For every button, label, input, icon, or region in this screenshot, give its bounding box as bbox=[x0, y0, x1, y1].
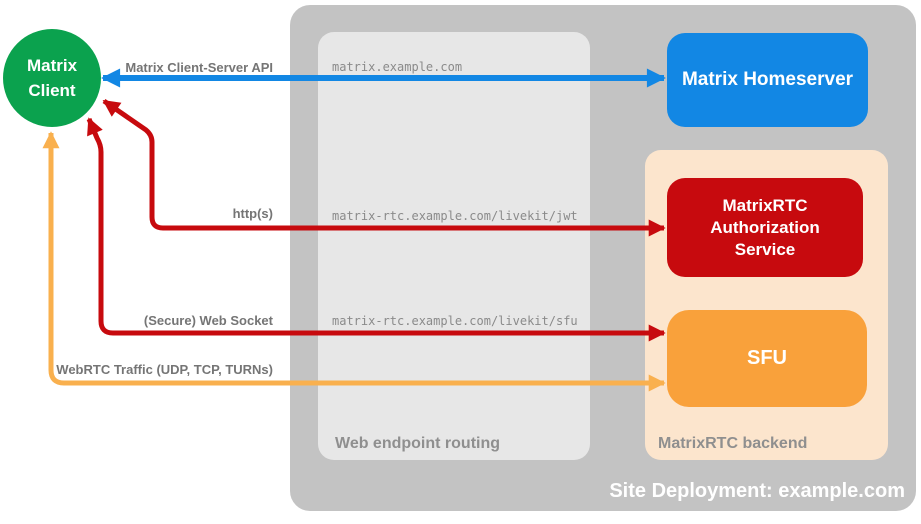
client-server-api-arrow-label: Matrix Client-Server API bbox=[125, 60, 273, 75]
sfu-node: SFU bbox=[667, 310, 867, 407]
webrtc-traffic-arrow-label: WebRTC Traffic (UDP, TCP, TURNs) bbox=[56, 362, 273, 377]
matrixrtc-auth-service-label: MatrixRTC Authorization Service bbox=[710, 195, 820, 259]
matrixrtc-backend-caption: MatrixRTC backend bbox=[658, 435, 808, 452]
web-endpoint-routing-container bbox=[318, 32, 590, 460]
https-arrow-label: http(s) bbox=[232, 206, 273, 221]
matrix-homeserver-label: Matrix Homeserver bbox=[681, 69, 854, 90]
livekit-sfu-endpoint-label: matrix-rtc.example.com/livekit/sfu bbox=[332, 314, 578, 328]
matrix-homeserver-node: Matrix Homeserver bbox=[667, 33, 868, 127]
matrix-endpoint-label: matrix.example.com bbox=[332, 60, 463, 74]
matrixrtc-auth-service-node: MatrixRTC Authorization Service bbox=[667, 178, 863, 277]
web-endpoint-routing-caption: Web endpoint routing bbox=[335, 435, 501, 452]
sfu-label: SFU bbox=[747, 347, 787, 369]
matrix-client-node: Matrix Client bbox=[3, 29, 101, 127]
websocket-arrow-label: (Secure) Web Socket bbox=[143, 313, 273, 328]
matrix-client-label: Matrix Client bbox=[26, 56, 78, 100]
site-deployment-caption: Site Deployment: example.com bbox=[609, 480, 905, 502]
livekit-jwt-endpoint-label: matrix-rtc.example.com/livekit/jwt bbox=[332, 209, 578, 223]
